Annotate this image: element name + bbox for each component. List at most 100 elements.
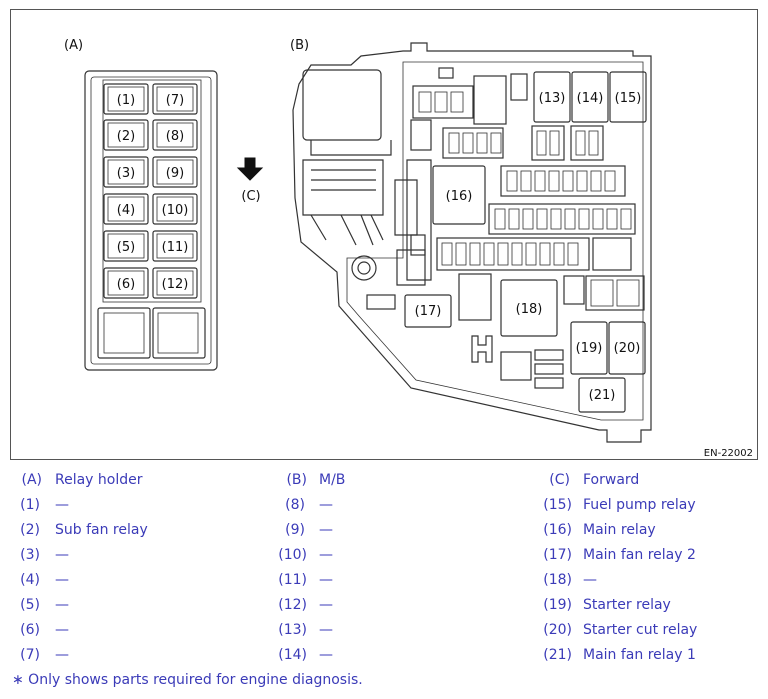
legend-num: (8) bbox=[285, 497, 305, 513]
relay-holder-large-slot-left bbox=[97, 307, 151, 359]
mb-fuse-row-2 bbox=[500, 165, 626, 197]
legend-text: — bbox=[319, 497, 333, 513]
legend-num: (20) bbox=[543, 622, 572, 638]
mb-label-14: (14) bbox=[577, 91, 604, 106]
mb-label-13: (13) bbox=[539, 91, 566, 106]
relay-20-starter-cut bbox=[608, 321, 646, 375]
relay-holder-outline bbox=[84, 70, 218, 371]
legend-text: Starter cut relay bbox=[583, 622, 698, 638]
mb-outline bbox=[292, 42, 652, 443]
relay-16-main bbox=[432, 165, 486, 225]
legend-num: (5) bbox=[20, 597, 40, 613]
holder-label-11: (11) bbox=[162, 240, 189, 255]
legend-num: (10) bbox=[278, 547, 307, 563]
legend-row: (17) Main fan relay 2 bbox=[520, 543, 768, 567]
legend-num: (2) bbox=[20, 522, 40, 538]
legend-row: (C) Forward bbox=[520, 468, 768, 492]
legend-num: (9) bbox=[285, 522, 305, 538]
label-c: (C) bbox=[241, 189, 260, 204]
legend-row: (10) — bbox=[260, 543, 520, 567]
relay-19-starter bbox=[570, 321, 608, 375]
legend-num: (4) bbox=[20, 572, 40, 588]
legend-text: — bbox=[55, 547, 69, 563]
legend-row: (13) — bbox=[260, 618, 520, 642]
relay-21-main-fan-1 bbox=[578, 377, 626, 413]
legend-num: (1) bbox=[20, 497, 40, 513]
relay-diagram: (A) (B) (C) EN-22002 (1) (2) (3) (4) (5)… bbox=[64, 38, 753, 459]
legend-row: (15) Fuel pump relay bbox=[520, 493, 768, 517]
relay-17-main-fan-2 bbox=[404, 294, 452, 328]
diagram-frame: (A) (B) (C) EN-22002 (1) (2) (3) (4) (5)… bbox=[10, 9, 758, 460]
footnote: ∗ Only shows parts required for engine d… bbox=[12, 672, 363, 688]
legend-text: M/B bbox=[319, 472, 346, 488]
legend-text: — bbox=[55, 647, 69, 663]
legend-text: — bbox=[319, 547, 333, 563]
legend-text: Main relay bbox=[583, 522, 656, 538]
legend-row: (9) — bbox=[260, 518, 520, 542]
holder-label-7: (7) bbox=[166, 93, 184, 108]
legend-text: — bbox=[583, 572, 597, 588]
legend-row: (14) — bbox=[260, 643, 520, 667]
legend-row: (12) — bbox=[260, 593, 520, 617]
legend-num: (7) bbox=[20, 647, 40, 663]
holder-label-5: (5) bbox=[117, 240, 135, 255]
legend-num: (18) bbox=[543, 572, 572, 588]
legend-num: (21) bbox=[543, 647, 572, 663]
legend-text: Sub fan relay bbox=[55, 522, 148, 538]
relay-18 bbox=[500, 279, 558, 337]
legend-text: — bbox=[55, 572, 69, 588]
figure-code: EN-22002 bbox=[704, 448, 753, 459]
legend-row: (20) Starter cut relay bbox=[520, 618, 768, 642]
legend-row: (A) Relay holder bbox=[0, 468, 260, 492]
legend-row: (8) — bbox=[260, 493, 520, 517]
holder-label-10: (10) bbox=[162, 203, 189, 218]
legend-row: (16) Main relay bbox=[520, 518, 768, 542]
relay-holder-large-slot-right bbox=[152, 307, 206, 359]
legend-row: (21) Main fan relay 1 bbox=[520, 643, 768, 667]
legend-text: Fuel pump relay bbox=[583, 497, 696, 513]
legend-row: (7) — bbox=[0, 643, 260, 667]
label-b: (B) bbox=[290, 38, 309, 53]
legend-num: (17) bbox=[543, 547, 572, 563]
legend-row: (2) Sub fan relay bbox=[0, 518, 260, 542]
legend-num: (6) bbox=[20, 622, 40, 638]
legend-text: Relay holder bbox=[55, 472, 143, 488]
legend-num: (B) bbox=[286, 472, 307, 488]
legend-row: (18) — bbox=[520, 568, 768, 592]
mb-fuse-row-4 bbox=[436, 237, 632, 271]
relay-15-fuel-pump bbox=[609, 71, 647, 123]
mb-label-21: (21) bbox=[589, 388, 616, 403]
legend-num: (15) bbox=[543, 497, 572, 513]
mb-label-18: (18) bbox=[516, 302, 543, 317]
legend-row: (4) — bbox=[0, 568, 260, 592]
mb-number-labels: (13) (14) (15) (16) (17) (18) (19) (20) … bbox=[415, 91, 642, 403]
legend-text: — bbox=[319, 622, 333, 638]
legend-row: (5) — bbox=[0, 593, 260, 617]
legend-num: (3) bbox=[20, 547, 40, 563]
holder-label-1: (1) bbox=[117, 93, 135, 108]
legend-text: — bbox=[319, 522, 333, 538]
mb-label-19: (19) bbox=[576, 341, 603, 356]
legend-row: (1) — bbox=[0, 493, 260, 517]
legend-num: (13) bbox=[278, 622, 307, 638]
legend-num: (A) bbox=[21, 472, 42, 488]
legend-num: (12) bbox=[278, 597, 307, 613]
holder-label-4: (4) bbox=[117, 203, 135, 218]
mb-label-17: (17) bbox=[415, 304, 442, 319]
legend-text: — bbox=[319, 572, 333, 588]
holder-label-8: (8) bbox=[166, 129, 184, 144]
legend-text: Starter relay bbox=[583, 597, 671, 613]
legend-text: — bbox=[55, 622, 69, 638]
mb-fuse-row-1 bbox=[442, 125, 604, 161]
legend-text: Forward bbox=[583, 472, 640, 488]
mb-label-15: (15) bbox=[615, 91, 642, 106]
legend-row: (6) — bbox=[0, 618, 260, 642]
legend-text: Main fan relay 1 bbox=[583, 647, 696, 663]
holder-label-6: (6) bbox=[117, 277, 135, 292]
legend-row: (B) M/B bbox=[260, 468, 520, 492]
holder-number-labels: (1) (2) (3) (4) (5) (6) (7) (8) (9) (10)… bbox=[117, 93, 189, 292]
legend-num: (19) bbox=[543, 597, 572, 613]
holder-label-2: (2) bbox=[117, 129, 135, 144]
holder-label-3: (3) bbox=[117, 166, 135, 181]
legend-row: (3) — bbox=[0, 543, 260, 567]
